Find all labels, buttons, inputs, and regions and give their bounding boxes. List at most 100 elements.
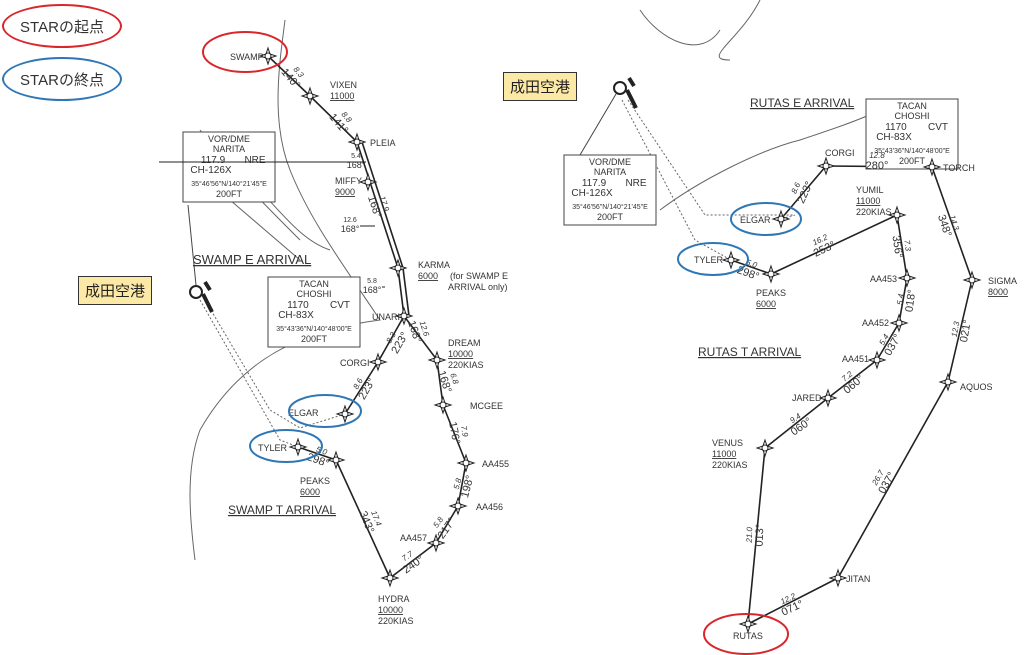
fix-center — [944, 378, 952, 386]
waypoint-name: CORGI — [340, 358, 370, 368]
fix-center — [353, 138, 361, 146]
waypoint-name: DREAM — [448, 338, 481, 348]
fix-center — [462, 459, 470, 467]
star-end-marker — [249, 429, 323, 463]
waypoint-fix-icon — [288, 437, 308, 457]
leg-distance: 6.8 — [448, 372, 460, 386]
fix-center — [332, 456, 340, 464]
waypoint-name: AA452 — [862, 318, 889, 328]
fix-center — [968, 276, 976, 284]
navaid-ident: CVT — [330, 300, 350, 311]
star-end-marker — [730, 202, 802, 236]
navaid-leader — [579, 93, 617, 156]
leg-course: 198° — [459, 474, 476, 499]
leg-course: 013° — [754, 524, 767, 547]
waypoint-name: SWAMP — [230, 52, 264, 62]
legend-star-start: STARの起点 — [2, 4, 122, 48]
fix-center — [306, 92, 314, 100]
waypoint-fix-icon — [380, 568, 400, 588]
waypoint-name: YUMIL — [856, 185, 884, 195]
navaid-name: CHOSHI — [894, 111, 929, 121]
waypoint-fix-icon — [448, 496, 468, 516]
navaid-type: VOR/DME — [589, 157, 631, 167]
route-leg — [898, 277, 908, 324]
navaid-name: CHOSHI — [296, 289, 331, 299]
fix-center — [903, 274, 911, 282]
leg-course: 298° — [735, 264, 760, 283]
narita-airport-label-right: 成田空港 — [503, 72, 578, 101]
waypoint-name: MIFFY — [335, 176, 362, 186]
navaid-type: VOR/DME — [208, 134, 250, 144]
fix-center — [386, 574, 394, 582]
waypoint-name: VIXEN — [330, 80, 357, 90]
navaid-ch: CH-126X — [571, 188, 612, 199]
dme-mark-distance: 5.8 — [367, 278, 377, 285]
leg-distance: 12.3 — [950, 320, 962, 337]
navaid-freq: 117.9 — [582, 178, 607, 189]
waypoint-name: PLEIA — [370, 138, 396, 148]
waypoint-name: AQUOS — [960, 382, 993, 392]
waypoint-name: ELGAR — [740, 215, 771, 225]
waypoint-name: MCGEE — [470, 401, 503, 411]
navaid-ident: CVT — [928, 122, 948, 133]
fix-center — [834, 574, 842, 582]
leg-distance: 7.9 — [459, 425, 470, 438]
route-leg — [931, 166, 973, 281]
navaid-elev: 200FT — [597, 212, 624, 222]
navaid-ident: NRE — [244, 155, 265, 166]
waypoint-fix-icon — [816, 156, 836, 176]
dashed-approach-path — [627, 99, 796, 220]
fix-center — [294, 443, 302, 451]
route-leg — [356, 141, 399, 269]
leg-course: 021° — [958, 319, 974, 344]
waypoint-restriction: (for SWAMP E — [450, 271, 508, 281]
waypoint-name: AA455 — [482, 459, 509, 469]
navaid-elev: 200FT — [899, 156, 926, 166]
fix-center — [264, 52, 272, 60]
fix-center — [341, 410, 349, 418]
waypoint-speed: 220KIAS — [378, 616, 414, 626]
fix-center — [454, 502, 462, 510]
fix-center — [873, 356, 881, 364]
route-leg — [770, 214, 898, 275]
route-leg — [309, 95, 358, 143]
waypoint-name: RUTAS — [733, 631, 763, 641]
waypoint-fix-icon — [368, 352, 388, 372]
waypoint-fix-icon — [867, 350, 887, 370]
waypoint-fix-icon — [922, 157, 942, 177]
waypoint-name: PEAKS — [756, 288, 786, 298]
navaid-freq: 117.9 — [201, 155, 226, 166]
waypoint-fix-icon — [426, 533, 446, 553]
leg-distance: 5.8 — [452, 477, 464, 491]
fix-center — [893, 211, 901, 219]
fix-center — [761, 444, 769, 452]
navaid-name: NARITA — [594, 167, 626, 177]
waypoint-restriction: ARRIVAL only) — [448, 282, 508, 292]
navaid-coords: 35°43'36"N/140°48'00"E — [276, 325, 352, 333]
arrival-title: SWAMP E ARRIVAL — [193, 252, 311, 267]
waypoint-name: TYLER — [694, 255, 724, 265]
waypoint-altitude: 6000 — [300, 487, 320, 497]
navaid-leader — [187, 204, 197, 286]
waypoint-fix-icon — [818, 388, 838, 408]
fix-center — [928, 163, 936, 171]
waypoint-name: HYDRA — [378, 594, 410, 604]
waypoint-name: SIGMA — [988, 276, 1017, 286]
waypoint-fix-icon — [258, 46, 278, 66]
route-leg — [377, 315, 405, 363]
waypoint-name: TORCH — [943, 163, 975, 173]
star-start-marker — [703, 613, 789, 655]
star-end-marker — [677, 242, 749, 276]
navaid-box — [563, 154, 657, 226]
navaid-box — [267, 276, 361, 348]
leg-course: 176° — [446, 421, 462, 446]
